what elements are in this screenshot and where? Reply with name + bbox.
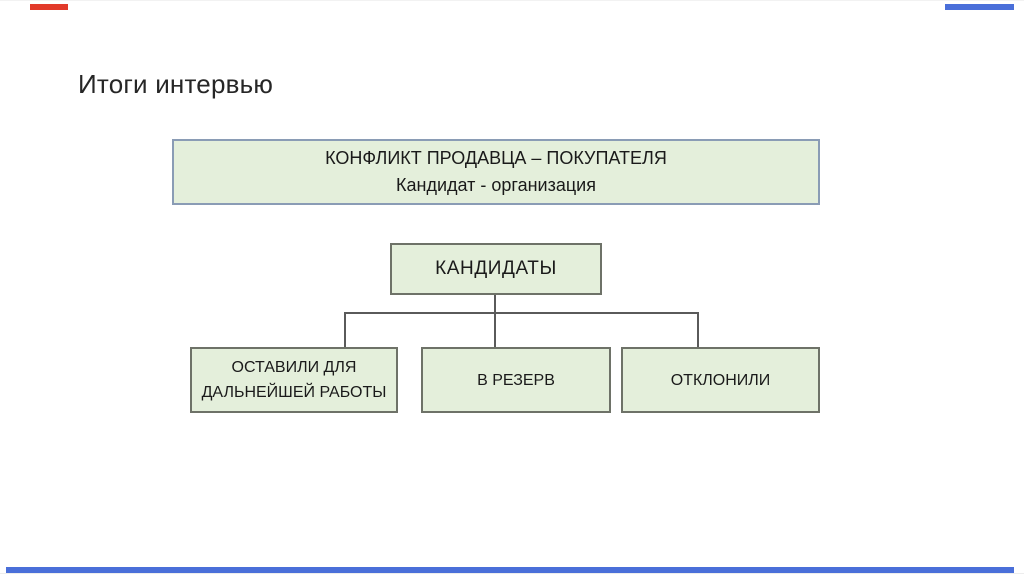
leaf-box-kept-for-work: ОСТАВИЛИ ДЛЯ ДАЛЬНЕЙШЕЙ РАБОТЫ [190, 347, 398, 413]
connector-root-stem [494, 295, 496, 313]
leaf-kept-line1: ОСТАВИЛИ ДЛЯ [231, 359, 357, 376]
viewer-blue-bar [945, 4, 1014, 10]
slide-title: Итоги интервью [78, 69, 274, 99]
leaf-box-rejected: ОТКЛОНИЛИ [621, 347, 820, 413]
conflict-header-box: КОНФЛИКТ ПРОДАВЦА – ПОКУПАТЕЛЯ Кандидат … [172, 139, 820, 205]
connector-drop-middle [494, 312, 496, 348]
leaf-box-reserve: В РЕЗЕРВ [421, 347, 611, 413]
viewer-progress-bar[interactable] [6, 567, 1014, 573]
candidates-label: КАНДИДАТЫ [435, 258, 557, 279]
connector-horizontal [344, 312, 699, 314]
leaf-rejected-label: ОТКЛОНИЛИ [670, 371, 771, 389]
conflict-header-line1: КОНФЛИКТ ПРОДАВЦА – ПОКУПАТЕЛЯ [325, 148, 667, 168]
leaf-kept-line2: ДАЛЬНЕЙШЕЙ РАБОТЫ [201, 384, 387, 401]
conflict-header-line2: Кандидат - организация [396, 175, 596, 195]
connector-drop-left [344, 312, 346, 348]
leaf-reserve-label: В РЕЗЕРВ [477, 371, 555, 389]
candidates-box: КАНДИДАТЫ [390, 243, 602, 295]
connector-drop-right [697, 312, 699, 348]
viewer-red-bar [30, 4, 68, 10]
